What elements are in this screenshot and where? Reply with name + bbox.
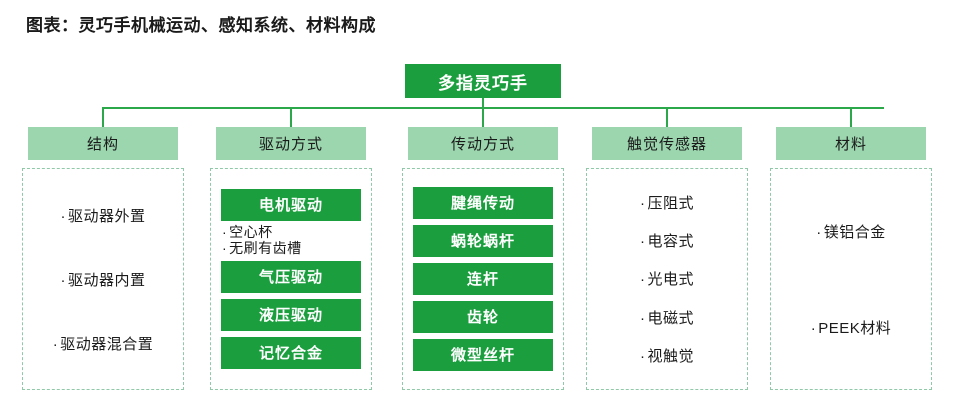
chip-item[interactable]: 连杆 <box>413 263 553 295</box>
subnote-group: ·空心杯·无刷有齿槽 <box>221 223 361 256</box>
bullet-dot-icon: · <box>639 194 646 212</box>
bullet-item: ·压阻式 <box>639 194 694 212</box>
chip-item[interactable]: 蜗轮蜗杆 <box>413 225 553 257</box>
bullet-dot-icon: · <box>639 309 646 327</box>
bullet-item: ·驱动器内置 <box>60 271 146 289</box>
connector-drop-2 <box>290 107 292 128</box>
column-body-2: 电机驱动·空心杯·无刷有齿槽气压驱动液压驱动记忆合金 <box>210 168 372 390</box>
bullet-item: ·驱动器混合置 <box>52 335 154 353</box>
chip-item[interactable]: 电机驱动 <box>221 188 361 221</box>
column-items-1: ·驱动器外置 ·驱动器内置 ·驱动器混合置 <box>23 169 183 389</box>
connector-drop-4 <box>666 107 668 128</box>
connector-drop-3 <box>482 107 484 128</box>
column-items-5: ·镁铝合金 ·PEEK材料 <box>771 169 931 389</box>
page-title: 图表：灵巧手机械运动、感知系统、材料构成 <box>26 16 376 35</box>
bullet-dot-icon: · <box>52 335 59 353</box>
bullet-dot-icon: · <box>60 207 66 225</box>
chip-item[interactable]: 气压驱动 <box>221 261 361 294</box>
bullet-item: ·电容式 <box>639 233 694 251</box>
bullet-item: ·镁铝合金 <box>816 223 886 241</box>
column-header-2[interactable]: 驱动方式 <box>216 127 366 160</box>
subnote-item: ·无刷有齿槽 <box>222 239 302 256</box>
bullet-item: ·PEEK材料 <box>810 319 892 337</box>
bullet-item: ·光电式 <box>639 271 694 289</box>
column-header-label: 材料 <box>834 136 867 153</box>
subnote-item: ·空心杯 <box>222 223 273 240</box>
bullet-dot-icon: · <box>816 223 822 241</box>
column-items-4: ·压阻式 ·电容式 ·光电式 ·电磁式 ·视触觉 <box>587 169 747 389</box>
column-body-4: ·压阻式 ·电容式 ·光电式 ·电磁式 ·视触觉 <box>586 168 748 390</box>
bullet-item: ·视触觉 <box>639 348 694 366</box>
column-items-2: 电机驱动·空心杯·无刷有齿槽气压驱动液压驱动记忆合金 <box>211 169 371 389</box>
bullet-dot-icon: · <box>639 233 646 251</box>
chip-item[interactable]: 齿轮 <box>413 301 553 333</box>
bullet-dot-icon: · <box>222 239 228 256</box>
root-node-多指灵巧手[interactable]: 多指灵巧手 <box>405 64 561 98</box>
column-header-label: 触觉传感器 <box>626 136 707 153</box>
column-body-5: ·镁铝合金 ·PEEK材料 <box>770 168 932 390</box>
connector-drop-1 <box>102 107 104 128</box>
connector-horizontal-bus <box>102 107 884 109</box>
chip-item[interactable]: 腱绳传动 <box>413 187 553 219</box>
chip-item[interactable]: 记忆合金 <box>221 337 361 370</box>
bullet-dot-icon: · <box>60 271 66 289</box>
column-header-1[interactable]: 结构 <box>28 127 178 160</box>
column-header-label: 传动方式 <box>450 136 515 153</box>
column-header-5[interactable]: 材料 <box>776 127 926 160</box>
bullet-dot-icon: · <box>810 319 817 337</box>
chip-item[interactable]: 微型丝杆 <box>413 339 553 371</box>
bullet-item: ·驱动器外置 <box>60 207 146 225</box>
column-body-1: ·驱动器外置 ·驱动器内置 ·驱动器混合置 <box>22 168 184 390</box>
bullet-item: ·电磁式 <box>639 309 694 327</box>
bullet-dot-icon: · <box>639 348 646 366</box>
column-header-3[interactable]: 传动方式 <box>408 127 558 160</box>
chip-item[interactable]: 液压驱动 <box>221 299 361 332</box>
column-items-3: 腱绳传动蜗轮蜗杆连杆齿轮微型丝杆 <box>403 169 563 389</box>
connector-drop-5 <box>850 107 852 128</box>
bullet-dot-icon: · <box>639 271 646 289</box>
column-header-label: 结构 <box>86 136 119 153</box>
bullet-dot-icon: · <box>222 223 228 240</box>
root-node-label: 多指灵巧手 <box>438 73 528 93</box>
connector-root-stem <box>482 98 484 108</box>
column-header-4[interactable]: 触觉传感器 <box>592 127 742 160</box>
column-body-3: 腱绳传动蜗轮蜗杆连杆齿轮微型丝杆 <box>402 168 564 390</box>
column-header-label: 驱动方式 <box>258 136 323 153</box>
